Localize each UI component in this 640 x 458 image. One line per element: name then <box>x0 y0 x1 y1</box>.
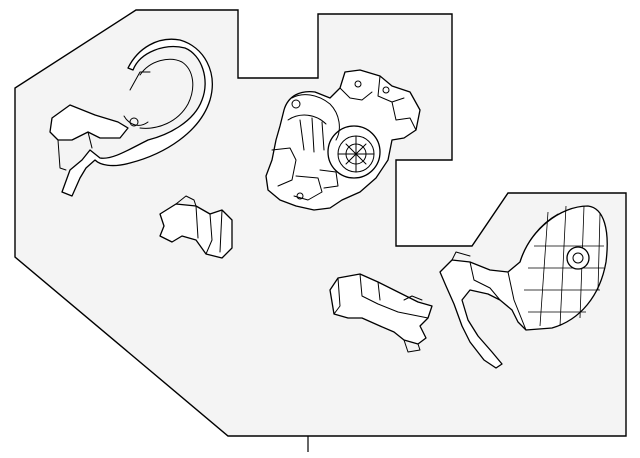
left-duct-cover[interactable] <box>49 38 213 197</box>
small-bracket[interactable] <box>159 195 233 259</box>
right-grid-cover[interactable] <box>439 205 608 369</box>
blower-motor-housing[interactable] <box>265 69 421 211</box>
assembly-outline <box>14 9 627 437</box>
lower-duct[interactable] <box>329 273 433 353</box>
